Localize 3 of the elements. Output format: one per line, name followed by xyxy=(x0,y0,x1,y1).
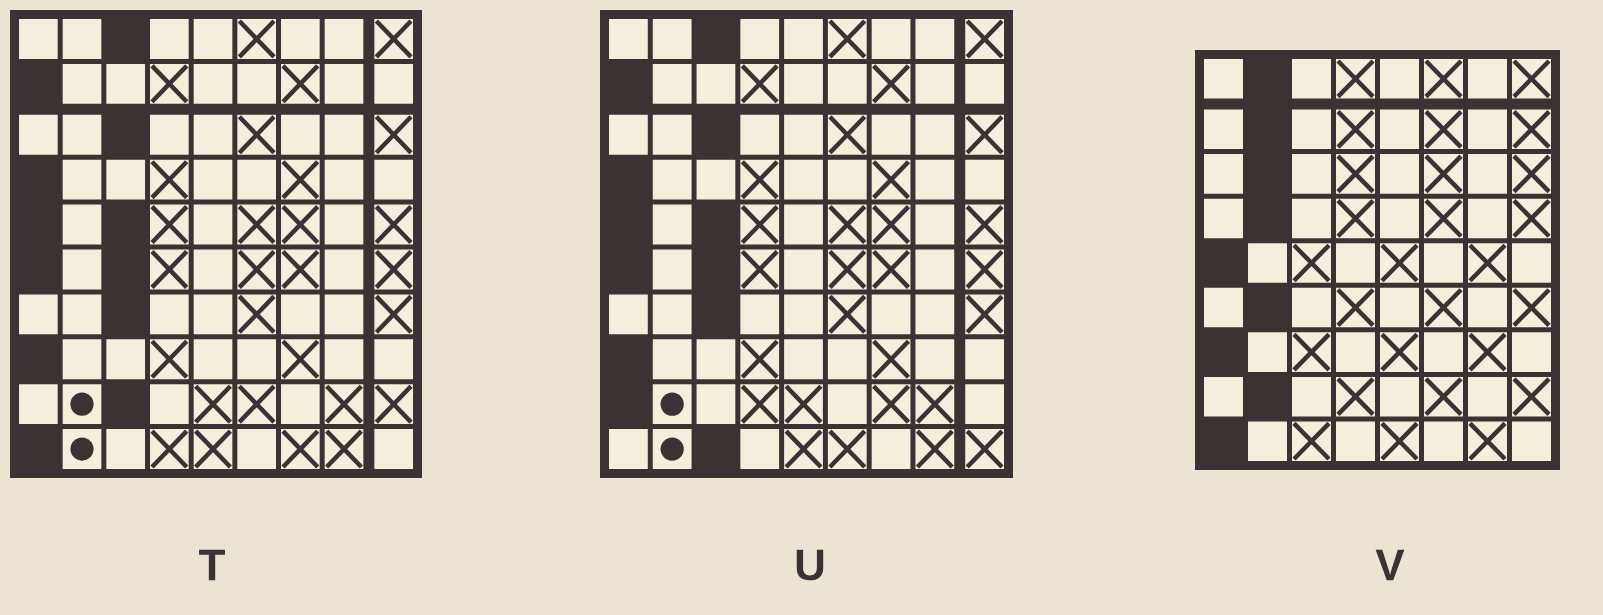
figure-label: V xyxy=(1375,549,1405,581)
figure-label: T xyxy=(199,549,225,581)
figure-label: U xyxy=(796,549,824,581)
